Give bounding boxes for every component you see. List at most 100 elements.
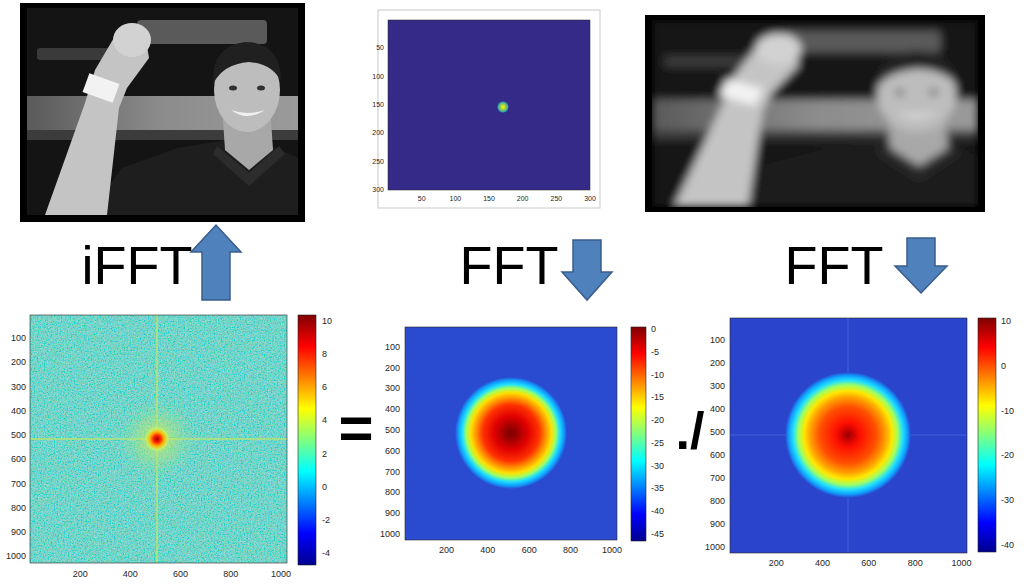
- down-arrow: [895, 238, 947, 293]
- tick-label: 300: [372, 186, 384, 194]
- down-arrow: [562, 240, 612, 300]
- operation-label: iFFT: [82, 236, 193, 295]
- tick-label: 1000: [6, 552, 26, 562]
- tick-label: 1000: [271, 570, 291, 580]
- tick-label: 100: [385, 343, 400, 353]
- spectrum-disc: [785, 372, 911, 498]
- tick-label: 600: [861, 559, 876, 569]
- tick-label: 100: [449, 195, 461, 203]
- spectrum-heatmap: [30, 315, 287, 563]
- tick-label: 100: [710, 336, 725, 346]
- tick-label: 4: [322, 416, 327, 426]
- tick-label: 2: [322, 450, 327, 460]
- tick-label: 200: [11, 358, 26, 368]
- tick-label: 700: [385, 468, 400, 478]
- operation-label: FFT: [785, 236, 884, 295]
- sharp-photo: [27, 8, 298, 215]
- spectrum-glow: [117, 399, 197, 479]
- tick-label: 100: [11, 334, 26, 344]
- tick-label: -40: [1001, 541, 1014, 551]
- plot-frame: [378, 10, 600, 208]
- tick-label: 150: [372, 101, 384, 109]
- tick-label: 400: [710, 405, 725, 415]
- tick-label: 600: [11, 455, 26, 465]
- tick-label: 400: [480, 546, 495, 556]
- tick-label: 600: [173, 570, 188, 580]
- tick-label: 100: [372, 73, 384, 81]
- tick-label: 10: [322, 317, 332, 327]
- tick-label: 0: [651, 325, 656, 335]
- tick-label: -5: [651, 348, 659, 358]
- tick-label: -30: [651, 462, 664, 472]
- tick-label: 10: [1001, 317, 1011, 327]
- tick-label: 1000: [380, 530, 400, 540]
- tick-label: 400: [123, 570, 138, 580]
- tick-label: 700: [710, 474, 725, 484]
- spectrum-noise: [30, 315, 287, 563]
- spectrum-heatmap: [405, 327, 617, 540]
- tick-label: 500: [385, 426, 400, 436]
- tick-label: 250: [372, 158, 384, 166]
- tick-label: 500: [710, 428, 725, 438]
- tick-label: 8: [322, 350, 327, 360]
- tick-label: 900: [11, 528, 26, 538]
- colorbar: [631, 327, 646, 541]
- tick-label: 700: [11, 480, 26, 490]
- tick-label: -25: [651, 439, 664, 449]
- tick-label: 1000: [951, 559, 971, 569]
- tick-label: 900: [385, 509, 400, 519]
- tick-label: 200: [769, 559, 784, 569]
- tick-label: -20: [1001, 451, 1014, 461]
- axes-box: [30, 315, 287, 563]
- up-arrow: [191, 225, 241, 300]
- tick-label: 400: [11, 407, 26, 417]
- tick-label: 800: [563, 546, 578, 556]
- colorbar: [978, 318, 996, 552]
- tick-label: 1000: [705, 543, 725, 553]
- photo-frame: [20, 3, 305, 222]
- tick-label: 300: [710, 382, 725, 392]
- tick-label: 200: [385, 364, 400, 374]
- tick-label: 50: [376, 44, 384, 52]
- tick-label: -10: [651, 371, 664, 381]
- tick-label: -40: [651, 507, 664, 517]
- tick-label: 900: [710, 520, 725, 530]
- tick-label: -45: [651, 530, 664, 540]
- tick-label: 0: [322, 483, 327, 493]
- tick-label: -20: [651, 416, 664, 426]
- tick-label: 400: [815, 559, 830, 569]
- tick-label: 200: [517, 195, 529, 203]
- tick-label: 800: [11, 504, 26, 514]
- psf-spot: [497, 101, 509, 113]
- spectrum-disc: [455, 377, 567, 489]
- tick-label: 800: [908, 559, 923, 569]
- tick-label: 300: [584, 195, 596, 203]
- operator-symbol: =: [338, 395, 373, 461]
- colorbar: [298, 315, 316, 565]
- tick-label: 600: [385, 447, 400, 457]
- axes-box: [405, 327, 617, 540]
- tick-label: 200: [439, 546, 454, 556]
- tick-label: 0: [1001, 362, 1006, 372]
- operator-symbol: ./: [676, 403, 705, 460]
- tick-label: -10: [1001, 407, 1014, 417]
- tick-label: 200: [372, 129, 384, 137]
- tick-label: 400: [385, 405, 400, 415]
- tick-label: 600: [522, 546, 537, 556]
- spectrum-heatmap: [730, 318, 967, 553]
- tick-label: 150: [483, 195, 495, 203]
- tick-label: -2: [322, 516, 330, 526]
- tick-label: -15: [651, 393, 664, 403]
- tick-label: 800: [385, 488, 400, 498]
- photo-frame: [645, 15, 985, 212]
- tick-label: 250: [550, 195, 562, 203]
- tick-label: 200: [73, 570, 88, 580]
- operation-label: FFT: [460, 236, 559, 295]
- tick-label: -30: [1001, 496, 1014, 506]
- spectrum-peak: [143, 425, 171, 453]
- tick-label: 6: [322, 383, 327, 393]
- tick-label: 600: [710, 451, 725, 461]
- psf-heatmap: [388, 20, 590, 190]
